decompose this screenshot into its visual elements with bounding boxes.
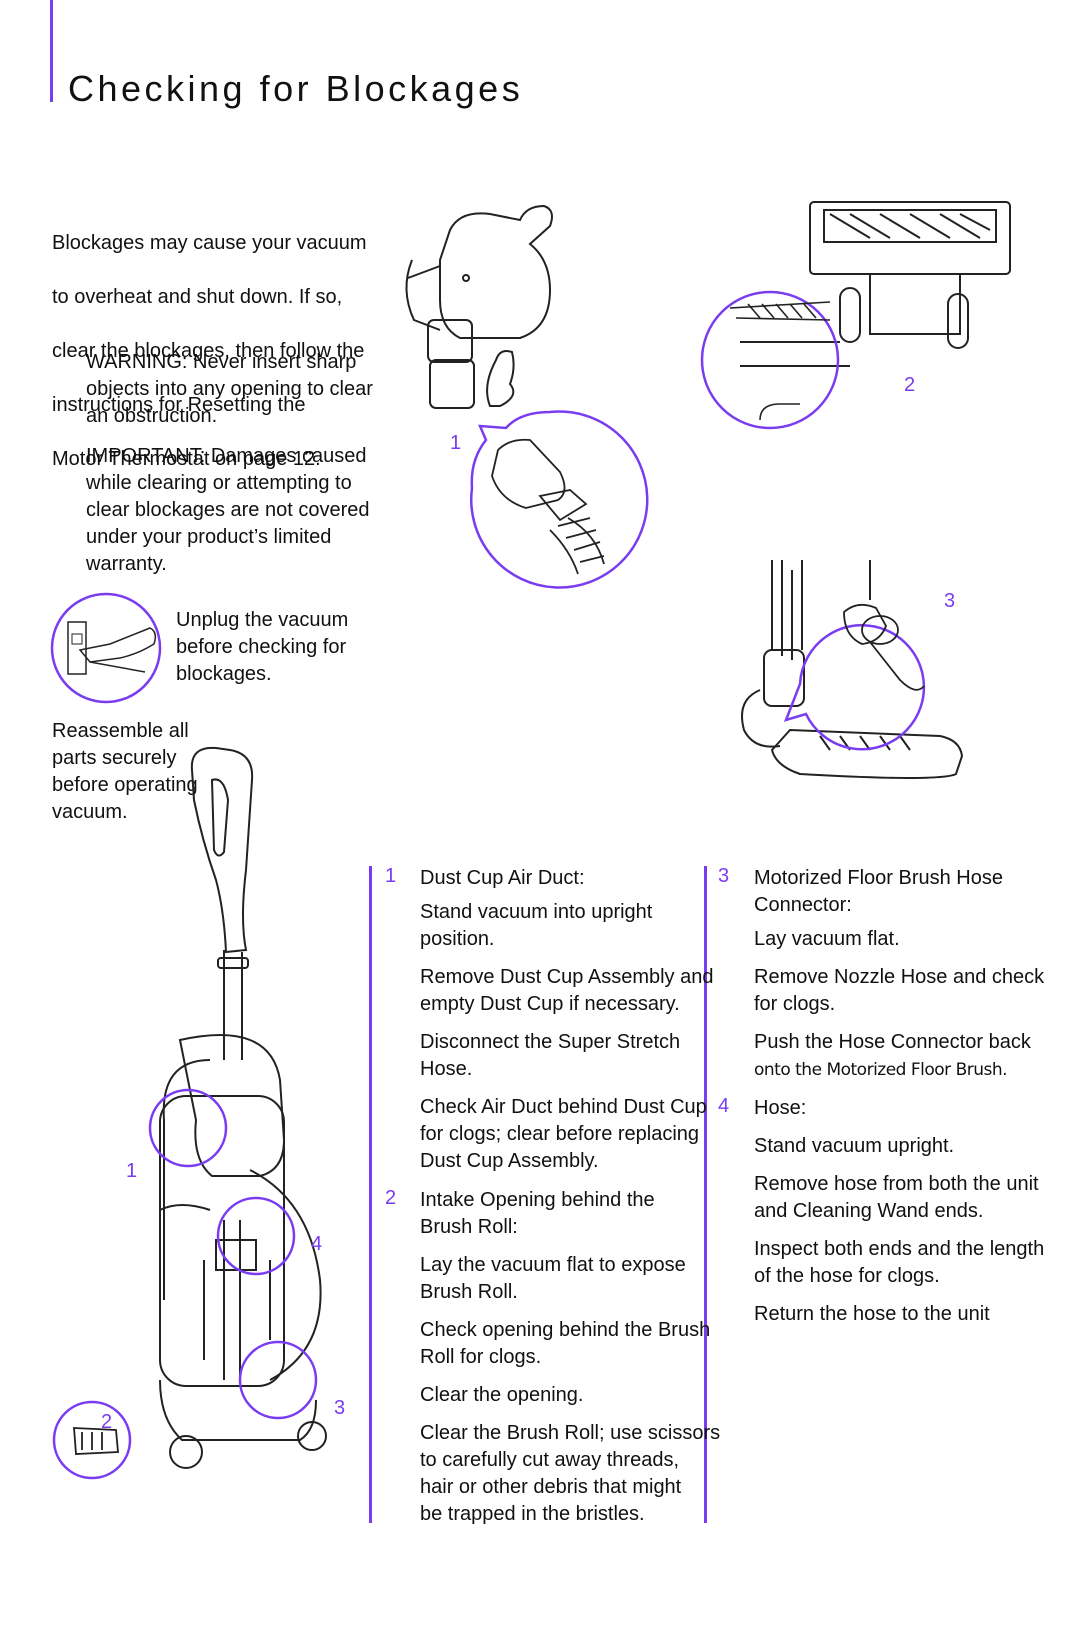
- step-number: 3: [718, 865, 730, 887]
- step-item: Check Air Duct behind Dust Cup for clogs…: [420, 1096, 707, 1172]
- step-heading: Dust Cup Air Duct:: [420, 867, 585, 889]
- column-divider: [704, 866, 707, 1523]
- step-item: Remove Dust Cup Assembly and empty Dust …: [420, 966, 714, 1015]
- step-heading: Hose:: [754, 1097, 807, 1119]
- callout-number: 1: [450, 432, 462, 454]
- step-item: Clear the Brush Roll; use scissors to ca…: [420, 1422, 721, 1525]
- step-item: Lay vacuum flat.: [754, 928, 900, 950]
- callout-number: 2: [904, 374, 916, 396]
- step-heading: Intake Opening behind the Brush Roll:: [420, 1189, 655, 1238]
- intro-line: Blockages may cause your vacuum: [52, 232, 367, 254]
- step-item: Stand vacuum upright.: [754, 1135, 955, 1157]
- intro-text: Blockages may cause your vacuum to overh…: [52, 203, 412, 500]
- step-number: 2: [385, 1187, 397, 1209]
- unplug-note: Unplug the vacuum before checking for bl…: [176, 609, 349, 685]
- step-item: Clear the opening.: [420, 1384, 584, 1406]
- brush-roll-illustration: [700, 201, 1011, 430]
- callout-number: 2: [101, 1411, 113, 1433]
- intro-line: clear the blockages, then follow the: [52, 340, 365, 362]
- important-text: IMPORTANT: Damages caused while clearing…: [86, 445, 370, 575]
- reassemble-note: Reassemble all parts securely before ope…: [52, 720, 198, 823]
- step-item: Inspect both ends and the length of the …: [754, 1238, 1045, 1287]
- step-item: Disconnect the Super Stretch Hose.: [420, 1031, 681, 1080]
- step-item: Stand vacuum into upright position.: [420, 901, 653, 950]
- callout-number: 3: [334, 1397, 346, 1419]
- floor-brush-illustration: [741, 560, 964, 779]
- step-item: Check opening behind the Brush Roll for …: [420, 1319, 711, 1368]
- column-divider: [369, 866, 372, 1523]
- step-item-continuation: onto the Motorized Floor Brush.: [754, 1060, 1008, 1080]
- intro-line: to overheat and shut down. If so,: [52, 286, 343, 308]
- step-item: Remove hose from both the unit and Clean…: [754, 1173, 1039, 1222]
- step-item: Return the hose to the unit: [754, 1303, 990, 1325]
- unplug-illustration: [50, 592, 162, 704]
- step-item: Push the Hose Connector back: [754, 1031, 1031, 1053]
- step-item: Lay the vacuum flat to expose Brush Roll…: [420, 1254, 686, 1303]
- callout-number: 3: [944, 590, 956, 612]
- upright-vacuum-illustration: [52, 746, 327, 1480]
- callout-number: 1: [126, 1160, 138, 1182]
- step-number: 4: [718, 1095, 730, 1117]
- page-title: Checking for Blockages: [68, 68, 524, 109]
- title-accent-bar: [50, 0, 53, 102]
- step-number: 1: [385, 865, 397, 887]
- callout-number: 4: [311, 1233, 323, 1255]
- warning-text: WARNING: Never insert sharp objects into…: [86, 351, 373, 427]
- intro-line: Motor Thermostat on page 12.: [52, 448, 321, 470]
- intro-line: instructions for Resetting the: [52, 394, 306, 416]
- dust-cup-illustration: [405, 204, 649, 589]
- step-item: Remove Nozzle Hose and check for clogs.: [754, 966, 1045, 1015]
- step-heading: Motorized Floor Brush Hose Connector:: [754, 867, 1003, 916]
